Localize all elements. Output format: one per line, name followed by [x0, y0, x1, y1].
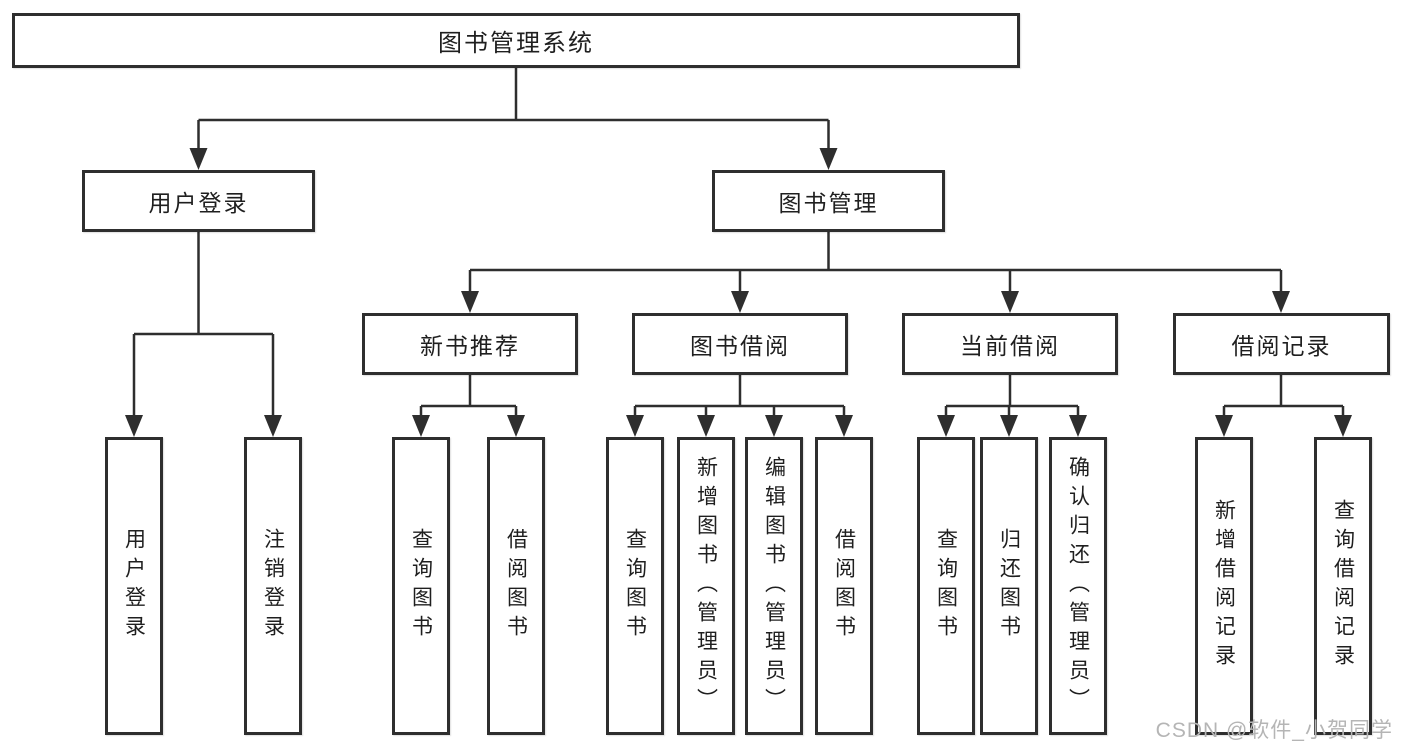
- leaf-user-login-label: 用户登录: [122, 528, 146, 644]
- node-current-borrow-label: 当前借阅: [960, 333, 1060, 359]
- leaf-query-book-borrow-label: 查询图书: [623, 528, 647, 644]
- node-borrow-records: 借阅记录: [1173, 313, 1390, 375]
- leaf-return-book: 归还图书: [980, 437, 1038, 735]
- node-library-system-label: 图书管理系统: [438, 30, 594, 57]
- leaf-borrow-book: 借阅图书: [815, 437, 873, 735]
- leaf-query-book-borrow: 查询图书: [606, 437, 664, 735]
- csdn-watermark: CSDN @软件_小贺同学: [1155, 719, 1393, 742]
- leaf-add-borrow-record: 新增借阅记录: [1195, 437, 1253, 735]
- node-user-login: 用户登录: [82, 170, 315, 232]
- node-library-system: 图书管理系统: [12, 13, 1020, 68]
- leaf-borrow-book-recommend-label: 借阅图书: [504, 528, 528, 644]
- leaf-add-borrow-record-label: 新增借阅记录: [1212, 499, 1236, 673]
- leaf-return-book-label: 归还图书: [997, 528, 1021, 644]
- leaf-query-book-recommend-label: 查询图书: [409, 528, 433, 644]
- leaf-confirm-return-admin-label: 确认归还（管理员）: [1066, 455, 1090, 717]
- leaf-borrow-book-label: 借阅图书: [832, 528, 856, 644]
- node-book-borrow: 图书借阅: [632, 313, 848, 375]
- node-book-management: 图书管理: [712, 170, 945, 232]
- leaf-query-book-current: 查询图书: [917, 437, 975, 735]
- node-book-management-label: 图书管理: [778, 190, 879, 216]
- leaf-logout-label: 注销登录: [261, 528, 285, 644]
- node-user-login-label: 用户登录: [148, 190, 249, 216]
- leaf-confirm-return-admin: 确认归还（管理员）: [1049, 437, 1107, 735]
- leaf-borrow-book-recommend: 借阅图书: [487, 437, 545, 735]
- leaf-query-book-recommend: 查询图书: [392, 437, 450, 735]
- connector-arrowheads: [125, 148, 1352, 437]
- leaf-query-borrow-record-label: 查询借阅记录: [1331, 499, 1355, 673]
- leaf-query-book-current-label: 查询图书: [934, 528, 958, 644]
- leaf-add-book-admin-label: 新增图书（管理员）: [694, 455, 718, 717]
- leaf-add-book-admin: 新增图书（管理员）: [677, 437, 735, 735]
- leaf-logout: 注销登录: [244, 437, 302, 735]
- leaf-edit-book-admin-label: 编辑图书（管理员）: [762, 455, 786, 717]
- node-book-borrow-label: 图书借阅: [690, 333, 790, 359]
- leaf-query-borrow-record: 查询借阅记录: [1314, 437, 1372, 735]
- leaf-user-login: 用户登录: [105, 437, 163, 735]
- node-borrow-records-label: 借阅记录: [1231, 333, 1332, 359]
- node-current-borrow: 当前借阅: [902, 313, 1118, 375]
- leaf-edit-book-admin: 编辑图书（管理员）: [745, 437, 803, 735]
- node-new-book-recommend-label: 新书推荐: [420, 333, 520, 359]
- node-new-book-recommend: 新书推荐: [362, 313, 578, 375]
